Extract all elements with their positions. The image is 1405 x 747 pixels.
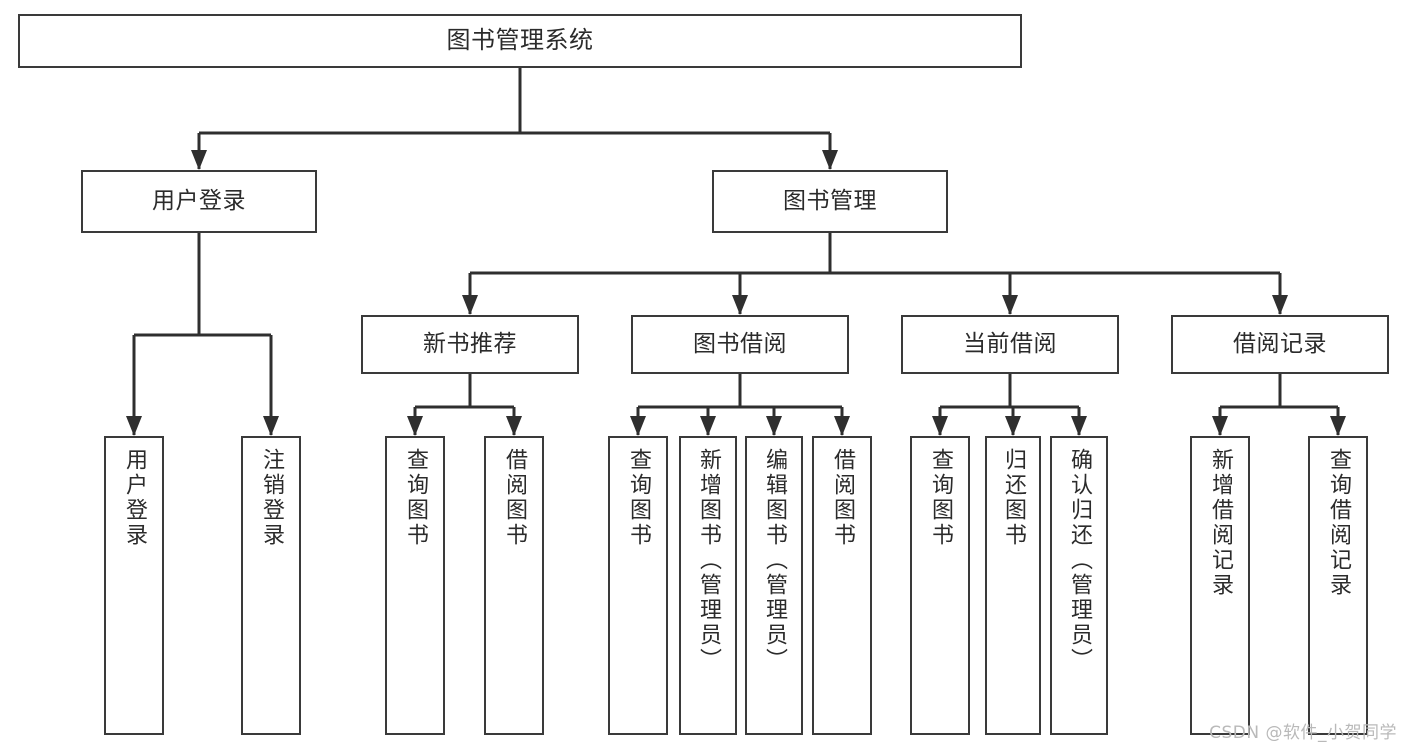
arrowhead-records <box>1272 295 1288 315</box>
node-label: 借阅记录 <box>1233 331 1327 358</box>
node-label: 编辑图书（管理员） <box>762 448 787 673</box>
node-newbook[interactable]: 新书推荐 <box>361 315 579 374</box>
node-label: 归还图书 <box>1001 448 1026 548</box>
node-borrow[interactable]: 图书借阅 <box>631 315 849 374</box>
arrowhead-l_rc_add <box>1212 416 1228 436</box>
arrowhead-l_cu_query <box>932 416 948 436</box>
arrowhead-bookmgmt <box>822 150 838 170</box>
arrowhead-l_cu_conf <box>1071 416 1087 436</box>
node-l_nb_borrow[interactable]: 借阅图书 <box>484 436 544 735</box>
arrowhead-l_nb_query <box>407 416 423 436</box>
node-label: 新增图书（管理员） <box>696 448 721 673</box>
node-label: 用户登录 <box>152 188 246 215</box>
node-label: 新书推荐 <box>423 331 517 358</box>
node-label: 用户登录 <box>122 448 147 548</box>
arrowhead-l_rc_query <box>1330 416 1346 436</box>
arrowhead-l_cu_return <box>1005 416 1021 436</box>
arrowhead-l_login <box>126 416 142 436</box>
node-label: 查询借阅记录 <box>1326 448 1351 598</box>
node-current[interactable]: 当前借阅 <box>901 315 1119 374</box>
arrowhead-l_bw_edit <box>766 416 782 436</box>
node-l_cu_query[interactable]: 查询图书 <box>910 436 970 735</box>
node-login[interactable]: 用户登录 <box>81 170 317 233</box>
node-label: 借阅图书 <box>502 448 527 548</box>
node-l_bw_add[interactable]: 新增图书（管理员） <box>679 436 737 735</box>
arrowhead-borrow <box>732 295 748 315</box>
node-l_login[interactable]: 用户登录 <box>104 436 164 735</box>
arrowhead-l_nb_borrow <box>506 416 522 436</box>
arrowhead-l_logout <box>263 416 279 436</box>
node-l_nb_query[interactable]: 查询图书 <box>385 436 445 735</box>
node-label: 图书管理 <box>783 188 877 215</box>
arrowhead-l_bw_borrow <box>834 416 850 436</box>
node-label: 图书借阅 <box>693 331 787 358</box>
arrowhead-l_bw_query <box>630 416 646 436</box>
node-l_rc_query[interactable]: 查询借阅记录 <box>1308 436 1368 735</box>
node-label: 查询图书 <box>626 448 651 548</box>
node-l_rc_add[interactable]: 新增借阅记录 <box>1190 436 1250 735</box>
node-label: 确认归还（管理员） <box>1067 448 1092 673</box>
node-l_bw_borrow[interactable]: 借阅图书 <box>812 436 872 735</box>
arrowhead-current <box>1002 295 1018 315</box>
node-l_cu_return[interactable]: 归还图书 <box>985 436 1041 735</box>
node-l_bw_query[interactable]: 查询图书 <box>608 436 668 735</box>
node-l_logout[interactable]: 注销登录 <box>241 436 301 735</box>
watermark-text: CSDN @软件_小贺同学 <box>1209 723 1397 743</box>
node-records[interactable]: 借阅记录 <box>1171 315 1389 374</box>
node-label: 借阅图书 <box>830 448 855 548</box>
node-label: 新增借阅记录 <box>1208 448 1233 598</box>
node-label: 查询图书 <box>403 448 428 548</box>
node-label: 查询图书 <box>928 448 953 548</box>
node-label: 图书管理系统 <box>446 26 594 55</box>
node-bookmgmt[interactable]: 图书管理 <box>712 170 948 233</box>
node-label: 注销登录 <box>259 448 284 548</box>
arrowhead-newbook <box>462 295 478 315</box>
arrowhead-login <box>191 150 207 170</box>
node-label: 当前借阅 <box>963 331 1057 358</box>
node-l_bw_edit[interactable]: 编辑图书（管理员） <box>745 436 803 735</box>
arrowhead-l_bw_add <box>700 416 716 436</box>
node-l_cu_conf[interactable]: 确认归还（管理员） <box>1050 436 1108 735</box>
node-root[interactable]: 图书管理系统 <box>18 14 1022 68</box>
